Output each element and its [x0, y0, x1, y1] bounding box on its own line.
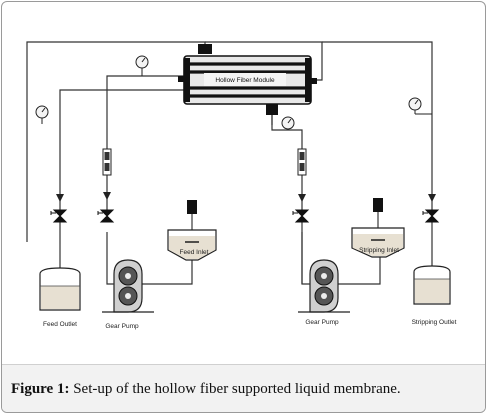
valve-icon	[50, 209, 68, 223]
pressure-gauge-icon	[408, 97, 432, 115]
stripping-inlet-label: Stripping Inlet	[359, 247, 399, 254]
figure-caption: Figure 1: Set-up of the hollow fiber sup…	[2, 364, 485, 412]
feed-inlet-label: Feed Inlet	[180, 249, 209, 256]
gear-pump-left	[102, 232, 154, 313]
valve-icon	[422, 209, 440, 223]
gear-pump-right	[298, 232, 350, 313]
gear-pump-right-label: Gear Pump	[305, 319, 339, 326]
feed-inlet-tank: Feed Inlet	[167, 200, 217, 261]
stripping-inlet-tank: Stripping Inlet	[351, 198, 405, 258]
flowmeter-icon	[102, 148, 112, 176]
figure-label: Figure 1:	[11, 381, 70, 397]
process-diagram: Hollow Fiber Module Feed Inlet Stripping…	[26, 41, 457, 330]
module-bottom-port	[266, 104, 278, 115]
arrow-icon	[428, 194, 436, 202]
arrow-icon	[56, 194, 64, 202]
stirrer-motor-icon	[187, 200, 197, 214]
stripping-outlet-tank	[413, 265, 451, 305]
arrow-icon	[298, 194, 306, 202]
feed-outlet-tank	[39, 267, 81, 311]
pressure-gauges	[35, 55, 432, 130]
gear-pump-left-label: Gear Pump	[105, 323, 139, 330]
valve-icon	[97, 209, 115, 223]
flow-arrows	[56, 192, 436, 202]
feed-outlet-label: Feed Outlet	[43, 321, 77, 328]
valve-icon	[292, 209, 310, 223]
pressure-gauge-icon	[135, 55, 149, 76]
valves	[50, 209, 440, 223]
stripping-outlet-label: Stripping Outlet	[412, 319, 457, 326]
hollow-fiber-module: Hollow Fiber Module	[178, 44, 317, 115]
stirrer-motor-icon	[373, 198, 383, 212]
flowmeter-icon	[297, 148, 307, 176]
flowmeters	[102, 148, 307, 176]
pressure-gauge-icon	[35, 105, 49, 124]
module-top-port	[198, 44, 212, 54]
module-label: Hollow Fiber Module	[215, 77, 275, 84]
caption-text: Set-up of the hollow fiber supported liq…	[69, 381, 401, 397]
arrow-icon	[103, 192, 111, 200]
pressure-gauge-icon	[281, 116, 295, 130]
